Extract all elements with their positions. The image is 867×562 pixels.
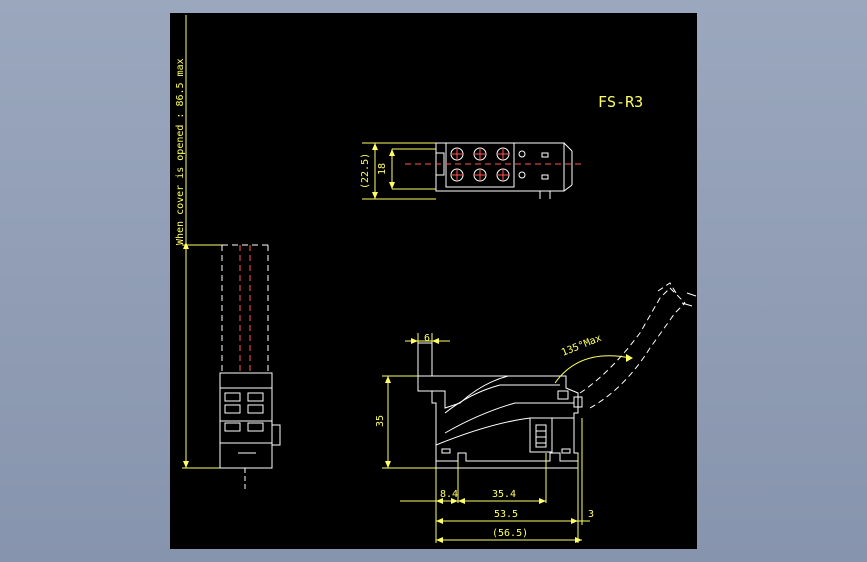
dim-top-height-outer: (22.5) bbox=[360, 153, 371, 189]
dim-56-5: (56.5) bbox=[492, 528, 528, 539]
dim-53-5: 53.5 bbox=[494, 509, 518, 520]
top-view: (22.5) 18 bbox=[360, 142, 585, 200]
technical-drawing: FS-R3 When cover is opened : 86.5 max bbox=[175, 15, 697, 543]
dim-3: 3 bbox=[588, 509, 594, 520]
dim-35: 35 bbox=[375, 415, 386, 427]
front-view: 135°Max bbox=[375, 282, 697, 543]
left-side-view bbox=[219, 244, 281, 491]
dim-angle: 135°Max bbox=[560, 333, 603, 359]
drawing-title: FS-R3 bbox=[598, 93, 643, 111]
dim-8-4: 8.4 bbox=[440, 489, 458, 500]
dim-35-4: 35.4 bbox=[492, 489, 516, 500]
arrow-head bbox=[183, 461, 189, 468]
drawing-viewport: FS-R3 When cover is opened : 86.5 max bbox=[170, 13, 697, 549]
dim-6: 6 bbox=[424, 333, 430, 344]
cover-opened-note: When cover is opened : 86.5 max bbox=[175, 58, 186, 245]
dim-top-height-inner: 18 bbox=[377, 163, 388, 175]
